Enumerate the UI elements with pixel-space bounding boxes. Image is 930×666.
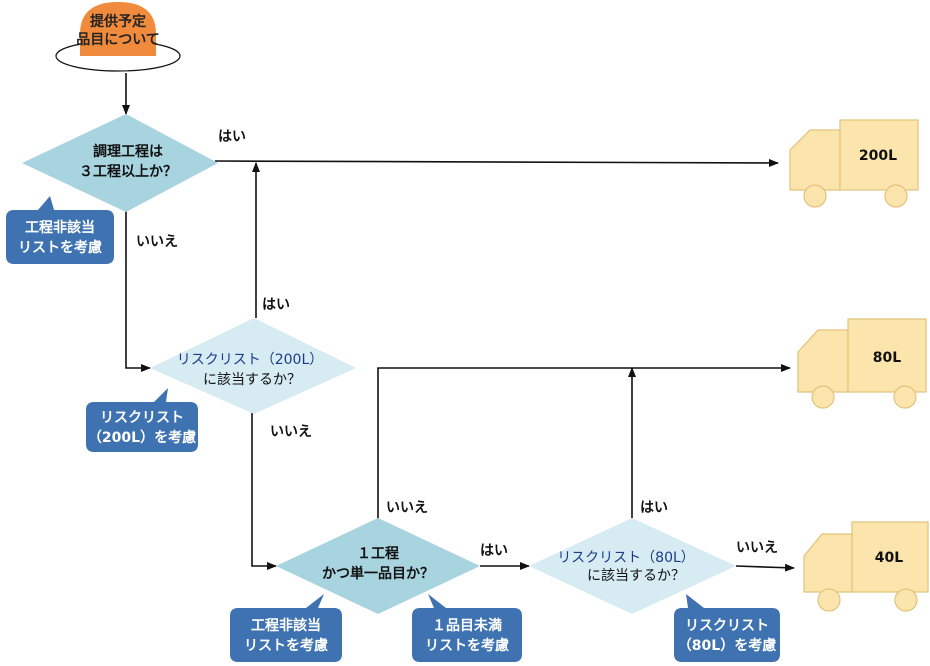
decision-4-line-1: リスクリスト（80L）	[557, 550, 695, 566]
decision-single-step-item: １工程 かつ単一品目か？	[276, 518, 480, 614]
callout-process-exclusion-2: 工程非該当 リストを考慮	[230, 594, 342, 662]
callout-2-line-1: リスクリスト	[100, 410, 184, 426]
arrow-d4-no-to-40l	[735, 563, 795, 572]
callout-process-exclusion-1: 工程非該当 リストを考慮	[6, 196, 114, 264]
label-d3-no: いいえ	[386, 500, 428, 516]
decision-3-line-2: かつ単一品目か？	[322, 565, 434, 582]
label-d2-no: いいえ	[270, 424, 312, 440]
callout-3-line-1: 工程非該当	[251, 617, 321, 634]
callout-1-line-2: リストを考慮	[18, 239, 102, 256]
start-line-1: 提供予定	[90, 13, 146, 30]
truck-80l: 80L	[797, 318, 927, 409]
decision-2-line-2: に該当するか？	[203, 372, 301, 388]
decision-4-line-2: に該当するか？	[587, 568, 685, 584]
callout-2-line-2: （200L）を考慮	[88, 429, 196, 446]
connectors	[122, 73, 795, 572]
decision-1-line-1: 調理工程は	[93, 143, 163, 160]
callout-5-line-1: リスクリスト	[685, 618, 769, 634]
callout-3-line-2: リストを考慮	[244, 637, 328, 654]
edge-labels: はい いいえ はい いいえ いいえ はい はい いいえ	[136, 129, 778, 559]
truck-40l-label: 40L	[875, 550, 903, 566]
decision-cooking-steps: 調理工程は ３工程以上か？	[22, 114, 218, 212]
callout-5-line-2: （80L）を考慮	[678, 637, 776, 654]
truck-200l: 200L	[789, 119, 919, 208]
label-d1-yes: はい	[218, 129, 246, 145]
truck-200l-label: 200L	[859, 148, 897, 164]
callout-single-item-under: １品目未満 リストを考慮	[412, 594, 522, 662]
truck-40l: 40L	[803, 521, 929, 612]
callout-4-line-2: リストを考慮	[425, 637, 509, 654]
decision-risk-list-80l: リスクリスト（80L） に該当するか？	[529, 518, 736, 614]
label-d2-yes: はい	[262, 297, 290, 313]
arrow-d1-yes-to-200l	[214, 158, 779, 167]
decision-risk-list-200l: リスクリスト（200L） に該当するか？	[150, 318, 356, 414]
label-d3-yes: はい	[480, 543, 508, 559]
callout-risk-list-80l: リスクリスト （80L）を考慮	[674, 594, 780, 662]
label-d4-yes: はい	[640, 500, 668, 516]
callout-4-line-1: １品目未満	[432, 617, 502, 634]
decision-2-line-1: リスクリスト（200L）	[177, 352, 324, 368]
label-d4-no: いいえ	[736, 540, 778, 556]
start-line-2: 品目について	[76, 32, 160, 48]
label-d1-no: いいえ	[136, 234, 178, 250]
decision-3-line-1: １工程	[357, 546, 399, 562]
arrow-d2-no-to-d3	[251, 412, 277, 570]
start-node: 提供予定 品目について	[55, 2, 181, 72]
callout-1-line-1: 工程非該当	[25, 219, 95, 236]
arrow-d3-no-to-80l	[377, 364, 791, 520]
arrow-d1-no-to-d2	[125, 210, 151, 372]
truck-80l-label: 80L	[873, 350, 901, 366]
callout-risk-list-200l: リスクリスト （200L）を考慮	[86, 388, 198, 452]
decision-1-line-2: ３工程以上か？	[79, 164, 177, 180]
